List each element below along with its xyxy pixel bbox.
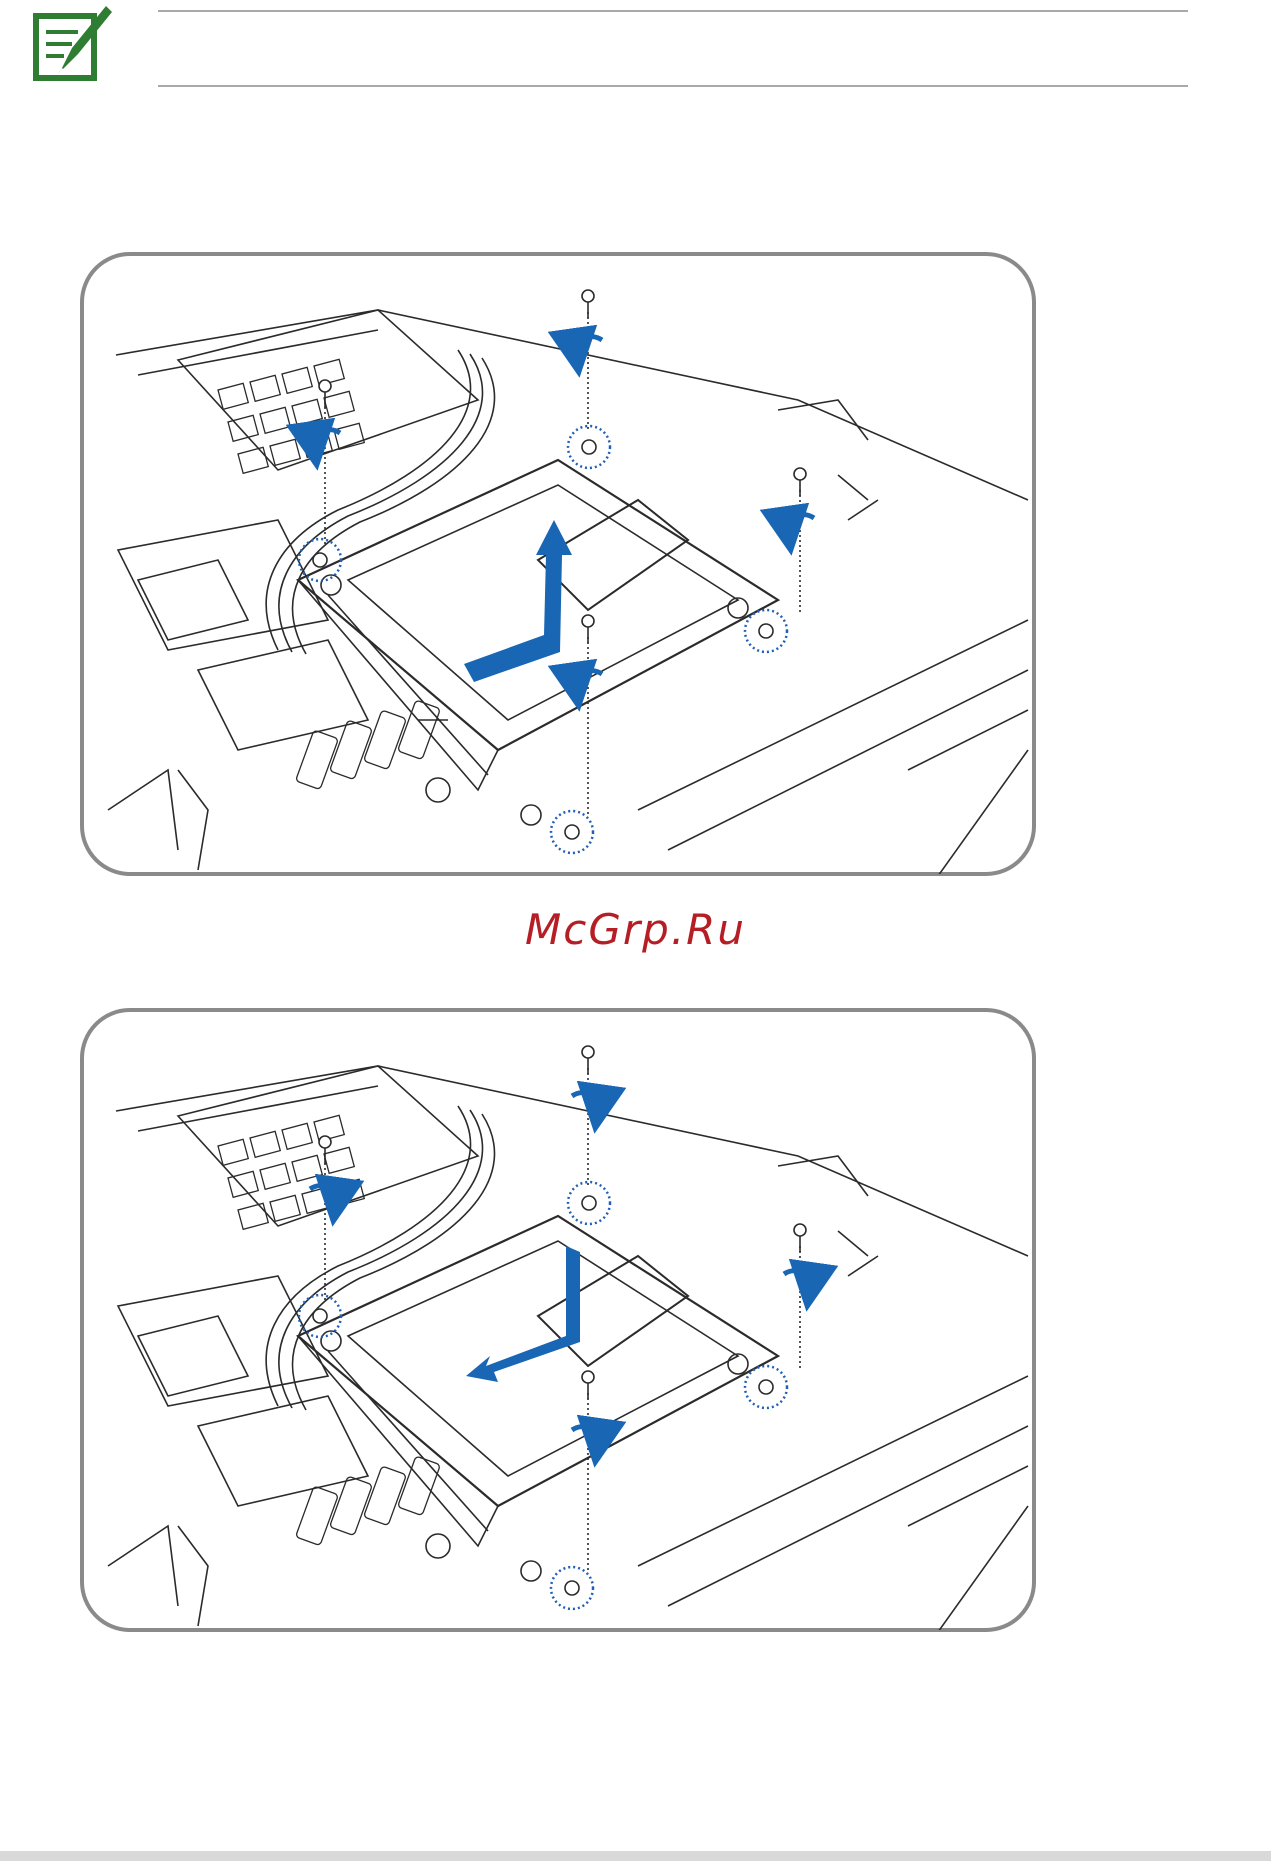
note-bottom-rule — [158, 85, 1188, 87]
footer-bar — [0, 1851, 1271, 1861]
figure-install-hdd — [78, 1006, 1038, 1634]
note-top-rule — [158, 10, 1188, 12]
note-icon — [32, 2, 112, 82]
figure-remove-hdd — [78, 250, 1038, 878]
watermark: McGrp.Ru — [0, 905, 1271, 954]
figure-frame — [82, 1010, 1034, 1630]
